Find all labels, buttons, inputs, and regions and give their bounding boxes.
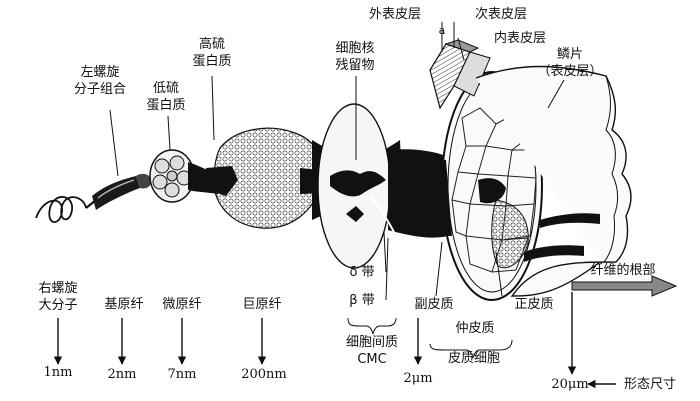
- label-sub-cuticle: 次表皮层: [474, 7, 527, 22]
- label-a-mark: a: [438, 24, 446, 37]
- label-line: （表皮层）: [537, 64, 603, 79]
- coiled-coil-rope: [92, 173, 152, 210]
- label-left-helix-combo: 左螺旋 分子组合: [60, 64, 140, 98]
- label-line: 残留物: [335, 58, 375, 73]
- label-size-7nm: 7nm: [167, 367, 197, 382]
- label-line: 细胞间质: [345, 335, 398, 350]
- label-line: CMC: [357, 352, 387, 367]
- label-microfibril: 微原纤: [162, 297, 202, 312]
- label-fiber-root: 纤维的根部: [590, 263, 656, 278]
- label-size-2nm: 2nm: [107, 367, 137, 382]
- right-helix-coil: [35, 196, 97, 223]
- label-endocuticle: 内表皮层: [493, 31, 546, 46]
- label-line: 鳞片: [556, 47, 583, 62]
- label-size-20um: 20μm: [551, 377, 589, 392]
- protofibril-bundle: [149, 149, 222, 203]
- leader-lines: [109, 22, 565, 359]
- label-orthocortex: 正皮质: [514, 297, 554, 312]
- label-line: 分子组合: [73, 82, 126, 97]
- label-paracortex: 副皮质: [414, 297, 454, 312]
- label-scale: 鳞片 （表皮层）: [530, 46, 610, 80]
- label-low-sulfur: 低硫 蛋白质: [136, 80, 196, 114]
- macrofibril-funnel: [312, 103, 448, 269]
- label-cortex-cells: 皮质细胞: [447, 351, 500, 366]
- label-macrofibril: 巨原纤: [242, 297, 282, 312]
- label-line: 蛋白质: [146, 98, 186, 113]
- label-line: 蛋白质: [192, 54, 232, 69]
- label-line: 低硫: [152, 81, 179, 96]
- label-line: 左螺旋: [80, 65, 120, 80]
- label-line: 细胞核: [335, 41, 375, 56]
- label-line: 高硫: [198, 37, 225, 52]
- fiber-root-arrow: [571, 275, 678, 297]
- label-morph-size: 形态尺寸: [623, 377, 676, 392]
- fiber-shaft: [475, 65, 632, 297]
- label-size-200nm: 200nm: [241, 367, 287, 382]
- label-mesocortex: 仲皮质: [455, 321, 495, 336]
- label-exocuticle: 外表皮层: [368, 7, 421, 22]
- label-size-1nm: 1nm: [43, 365, 73, 380]
- label-protofibril: 基原纤: [104, 297, 144, 312]
- label-line: 大分子: [38, 298, 78, 313]
- label-high-sulfur: 高硫 蛋白质: [180, 36, 244, 70]
- label-cmc: 细胞间质 CMC: [334, 334, 410, 368]
- scale-arrows: [53, 292, 616, 389]
- label-delta-band: δ 带: [349, 265, 375, 280]
- label-right-helix: 右螺旋 大分子: [26, 280, 90, 314]
- label-beta-band: β 带: [349, 293, 375, 308]
- label-size-2um: 2μm: [403, 371, 433, 386]
- label-nuclear-remnant: 细胞核 残留物: [320, 40, 390, 74]
- label-line: 右螺旋: [38, 281, 78, 296]
